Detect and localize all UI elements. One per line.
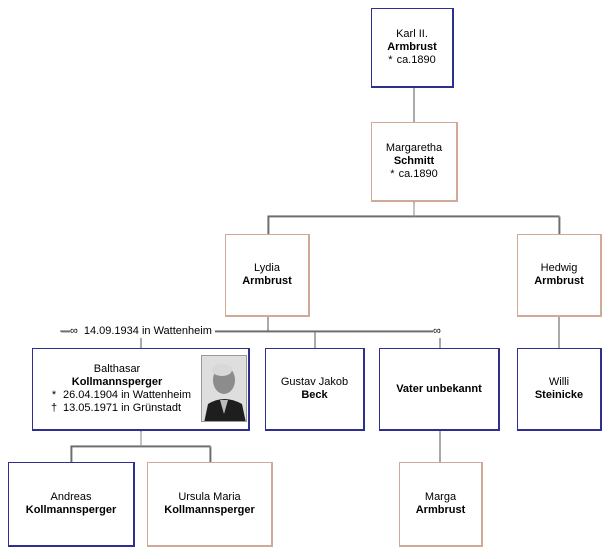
birth-symbol: * — [390, 168, 395, 180]
surname: Armbrust — [534, 275, 584, 287]
person-karl-armbrust[interactable]: Karl II. Armbrust * ca.1890 — [371, 8, 454, 88]
person-balthasar-kollmannsperger[interactable]: Balthasar Kollmannsperger * 26.04.1904 i… — [32, 348, 250, 431]
birth-date: ca.1890 — [398, 168, 438, 180]
surname: Kollmannsperger — [71, 376, 163, 388]
death-symbol: † — [50, 402, 58, 414]
given-name: Marga — [424, 491, 457, 503]
birth-event: 26.04.1904 in Wattenheim — [63, 389, 192, 401]
person-andreas-kollmannsperger[interactable]: Andreas Kollmannsperger — [8, 462, 135, 547]
birth-symbol: * — [388, 54, 393, 66]
surname: Armbrust — [387, 41, 437, 53]
marriage-date: 14.09.1934 in Wattenheim — [83, 325, 212, 337]
person-margaretha-schmitt[interactable]: Margaretha Schmitt * ca.1890 — [371, 122, 458, 202]
surname: Beck — [301, 389, 328, 401]
person-willi-steinicke[interactable]: Willi Steinicke — [517, 348, 602, 431]
given-name: Karl II. — [396, 28, 428, 40]
given-name: Andreas — [50, 491, 92, 503]
surname: Schmitt — [393, 155, 435, 167]
marriage-label: ∞ 14.09.1934 in Wattenheim — [70, 325, 215, 338]
surname: Kollmannsperger — [25, 504, 117, 516]
given-name: Hedwig — [540, 262, 578, 274]
death-event: 13.05.1971 in Grünstadt — [63, 402, 182, 414]
given-name: Willi — [548, 376, 570, 388]
given-name: Lydia — [254, 262, 280, 274]
given-name: Balthasar — [93, 363, 141, 375]
surname: Steinicke — [534, 389, 584, 401]
birth-date: ca.1890 — [396, 54, 436, 66]
surname: Kollmannsperger — [164, 504, 255, 516]
person-gustav-jakob-beck[interactable]: Gustav Jakob Beck — [265, 348, 365, 431]
marriage-rings-icon: ∞ — [70, 325, 78, 337]
given-name: Margaretha — [385, 142, 443, 154]
person-vater-unbekannt[interactable]: Vater unbekannt — [379, 348, 500, 431]
marriage-rings-icon: ∞ — [433, 325, 441, 338]
birth-symbol: * — [51, 389, 57, 401]
given-name: Ursula Maria — [178, 491, 241, 503]
given-name: Gustav Jakob — [280, 376, 349, 388]
surname: Armbrust — [415, 504, 466, 516]
person-ursula-maria-kollmannsperger[interactable]: Ursula Maria Kollmannsperger — [147, 462, 273, 547]
unknown-father-label: Vater unbekannt — [396, 382, 482, 395]
person-lydia-armbrust[interactable]: Lydia Armbrust — [225, 234, 310, 317]
person-marga-armbrust[interactable]: Marga Armbrust — [399, 462, 483, 547]
person-hedwig-armbrust[interactable]: Hedwig Armbrust — [517, 234, 602, 317]
surname: Armbrust — [242, 275, 292, 287]
portrait-photo — [201, 355, 247, 422]
